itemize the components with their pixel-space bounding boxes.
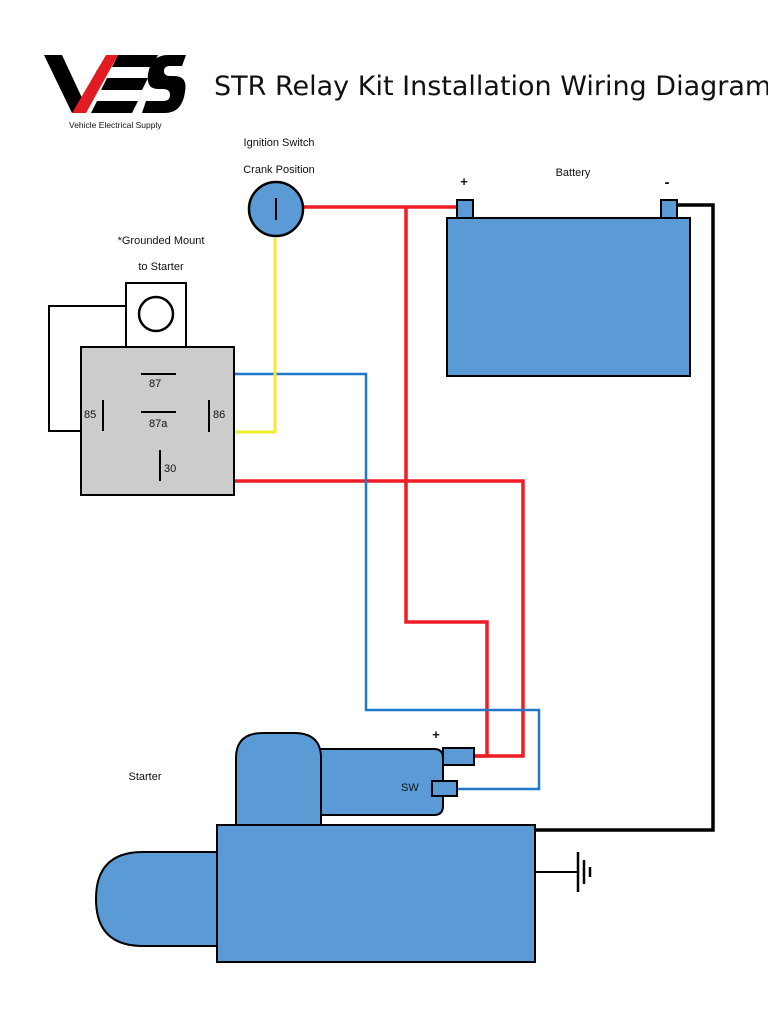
logo-e-top: [112, 55, 158, 67]
ground-icon: [535, 852, 592, 892]
relay-note-line2: to Starter: [138, 261, 184, 273]
relay-pin-87-label: 87: [149, 378, 161, 390]
ignition-switch: Ignition Switch Crank Position: [243, 137, 315, 238]
battery-positive-label: +: [460, 174, 468, 189]
battery-positive-terminal: [456, 199, 474, 219]
ignition-label-line2: Crank Position: [243, 164, 315, 176]
battery-negative-label: -: [665, 174, 670, 191]
starter-solenoid-body: [310, 748, 444, 816]
relay-mount-icon: [137, 295, 175, 333]
starter-positive-terminal: [442, 747, 475, 766]
ves-logo: Vehicle Electrical Supply: [44, 55, 186, 130]
wire-black-battery-negative-starter: [535, 203, 715, 832]
relay-pin-86-label: 86: [213, 409, 225, 421]
starter-label: Starter: [128, 771, 161, 783]
battery-body: [446, 217, 691, 377]
starter: Starter + SW: [94, 727, 592, 963]
relay: *Grounded Mount to Starter 87 87a 85 86 …: [80, 235, 235, 496]
starter-motor-nose: [94, 851, 218, 947]
battery-label: Battery: [556, 167, 591, 179]
relay-pin-30-label: 30: [164, 463, 176, 475]
starter-sw-terminal: [431, 780, 458, 797]
logo-tagline: Vehicle Electrical Supply: [69, 120, 162, 130]
wire-red-relay30-starter: [160, 479, 525, 758]
starter-solenoid-cap: [235, 732, 322, 826]
wire-blue-relay87-sw: [176, 372, 541, 791]
battery: Battery + -: [446, 167, 691, 377]
logo-e-bottom: [91, 101, 138, 113]
relay-pin-85-label: 85: [84, 409, 96, 421]
logo-s-shape: [142, 55, 186, 113]
starter-positive-label: +: [432, 727, 440, 742]
logo-e-mid: [101, 78, 148, 90]
starter-motor-body: [216, 824, 536, 963]
battery-negative-terminal: [660, 199, 678, 219]
logo-v-red-stripe: [72, 55, 118, 113]
relay-pin-87a-label: 87a: [149, 418, 168, 430]
ignition-label-line1: Ignition Switch: [244, 137, 315, 149]
starter-sw-label: SW: [401, 782, 419, 794]
page-title: STR Relay Kit Installation Wiring Diagra…: [214, 71, 768, 102]
relay-note-line1: *Grounded Mount: [118, 235, 205, 247]
